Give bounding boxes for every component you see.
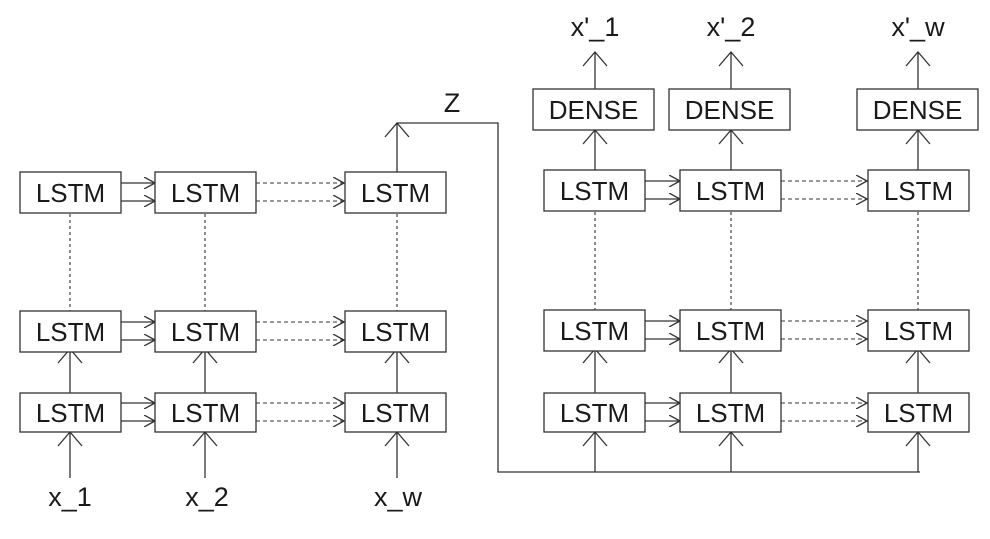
decoder-lstm-cell: LSTM [543, 169, 646, 212]
encoder-lstm-cell: LSTM [19, 392, 122, 433]
lstm-label: LSTM [696, 398, 765, 428]
encoder: LSTM LSTM LSTM LSTM LSTM LSTM LSTM LSTM … [19, 171, 447, 512]
lstm-label: LSTM [36, 398, 105, 428]
encoder-lstm-cell: LSTM [154, 392, 257, 433]
lstm-label: LSTM [361, 398, 430, 428]
decoder-layer-arrows [582, 348, 931, 393]
encoder-lstm-cell: LSTM [344, 392, 447, 433]
decoder-horizontal-links [645, 181, 867, 421]
encoder-lstm-cell: LSTM [19, 171, 122, 214]
encoder-input-label: x_w [374, 482, 423, 512]
encoder-input-arrows [57, 431, 410, 478]
decoder-lstm-cell: LSTM [867, 309, 970, 352]
decoder-output-label: x'_2 [707, 12, 756, 42]
encoder-horizontal-links [121, 183, 344, 421]
decoder: DENSE DENSE DENSE LSTM LSTM LSTM LSTM LS… [532, 12, 979, 433]
lstm-label: LSTM [171, 178, 240, 208]
decoder-lstm-cell: LSTM [679, 309, 782, 352]
encoder-input-label: x_1 [48, 482, 92, 512]
encoder-lstm-cell: LSTM [344, 310, 447, 353]
lstm-label: LSTM [696, 316, 765, 346]
dense-label: DENSE [685, 95, 775, 125]
decoder-dense-arrows [582, 129, 931, 170]
lstm-label: LSTM [361, 317, 430, 347]
lstm-label: LSTM [171, 317, 240, 347]
lstm-label: LSTM [36, 178, 105, 208]
encoder-lstm-cell: LSTM [19, 310, 122, 353]
lstm-label: LSTM [884, 176, 953, 206]
decoder-output-label: x'_1 [571, 12, 620, 42]
lstm-label: LSTM [36, 317, 105, 347]
encoder-lstm-cell: LSTM [154, 310, 257, 353]
latent-path: Z [384, 88, 931, 473]
encoder-input-label: x_2 [185, 482, 229, 512]
decoder-lstm-cell: LSTM [543, 392, 646, 433]
dense-label: DENSE [549, 95, 639, 125]
decoder-dense-cell: DENSE [856, 88, 979, 131]
decoder-output-arrows [582, 51, 931, 89]
encoder-lstm-cell: LSTM [154, 171, 257, 214]
lstm-label: LSTM [171, 398, 240, 428]
decoder-lstm-cell: LSTM [543, 309, 646, 352]
decoder-dense-cell: DENSE [532, 88, 655, 131]
encoder-lstm-cell: LSTM [344, 171, 447, 214]
lstm-label: LSTM [560, 398, 629, 428]
lstm-label: LSTM [560, 316, 629, 346]
decoder-dense-cell: DENSE [668, 88, 791, 131]
decoder-output-label: x'_w [891, 12, 945, 42]
lstm-label: LSTM [696, 176, 765, 206]
latent-z-label: Z [444, 88, 461, 118]
decoder-lstm-cell: LSTM [679, 392, 782, 433]
lstm-label: LSTM [884, 316, 953, 346]
lstm-label: LSTM [884, 398, 953, 428]
encoder-layer-arrows [57, 348, 410, 393]
dense-label: DENSE [873, 95, 963, 125]
decoder-lstm-cell: LSTM [867, 169, 970, 212]
lstm-label: LSTM [361, 178, 430, 208]
lstm-label: LSTM [560, 176, 629, 206]
decoder-lstm-cell: LSTM [679, 169, 782, 212]
decoder-lstm-cell: LSTM [867, 392, 970, 433]
